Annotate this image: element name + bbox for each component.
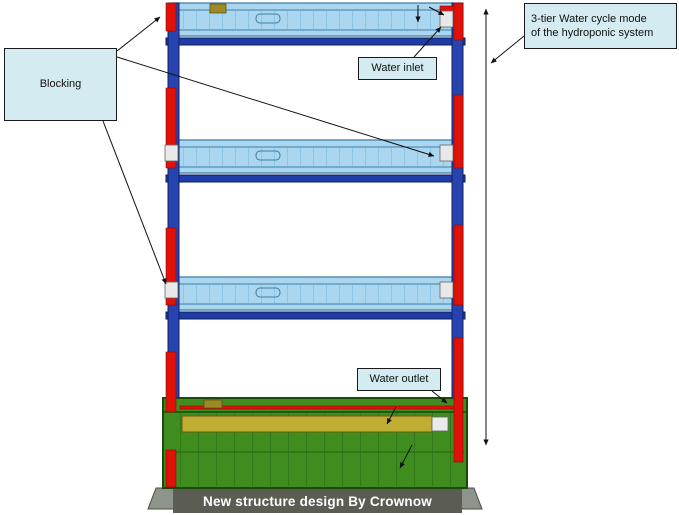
water-outlet-arrow [431,390,448,404]
blocking-piece [439,144,454,162]
mode-label-line2: of the hydroponic system [531,27,654,39]
tray-top-fitting [209,3,227,14]
outlet-flow-arrow-tank [399,444,413,469]
mode-callout-arrow [490,35,525,64]
blocking-label: Blocking [4,48,117,121]
water-outlet-label: Water outlet [357,368,441,391]
blocking-arrow-tier3 [102,120,167,285]
tray-tier-1 [169,2,456,37]
outlet-flow-arrow-bar [386,406,397,425]
tank-rim-fitting [203,399,223,409]
blocking-piece [439,281,454,299]
mode-label-line1: 3-tier Water cycle mode [531,12,647,25]
water-inlet-label-text: Water inlet [371,62,424,75]
shelf-beams [165,37,466,320]
inlet-flow-arrow-right [428,6,445,16]
beam-tier-3 [165,311,466,320]
water-pipes [165,2,464,488]
water-inlet-label: Water inlet [358,57,437,80]
outlet-connector [431,416,449,432]
blocking-piece [164,281,179,299]
annotation-arrows [102,5,525,469]
tray-tier-2 [169,139,456,174]
caption-bar: New structure design By Crownow [173,489,462,513]
nutrient-bar [181,415,433,433]
tray-tier-3 [169,276,456,311]
caption-text: New structure design By Crownow [203,493,432,509]
water-inlet-arrow [413,26,442,58]
blocking-arrow-tier1 [116,16,161,52]
mode-label: 3-tier Water cycle mode of the hydroponi… [524,3,677,49]
blocking-piece [164,144,179,162]
blocking-arrow-tier2 [116,56,435,157]
left-post [167,2,180,414]
water-outlet-label-text: Water outlet [369,373,429,386]
beam-tier-1 [165,37,466,46]
blocking-label-text: Blocking [39,78,82,91]
beam-tier-2 [165,174,466,183]
blocking-connectors [164,10,454,299]
